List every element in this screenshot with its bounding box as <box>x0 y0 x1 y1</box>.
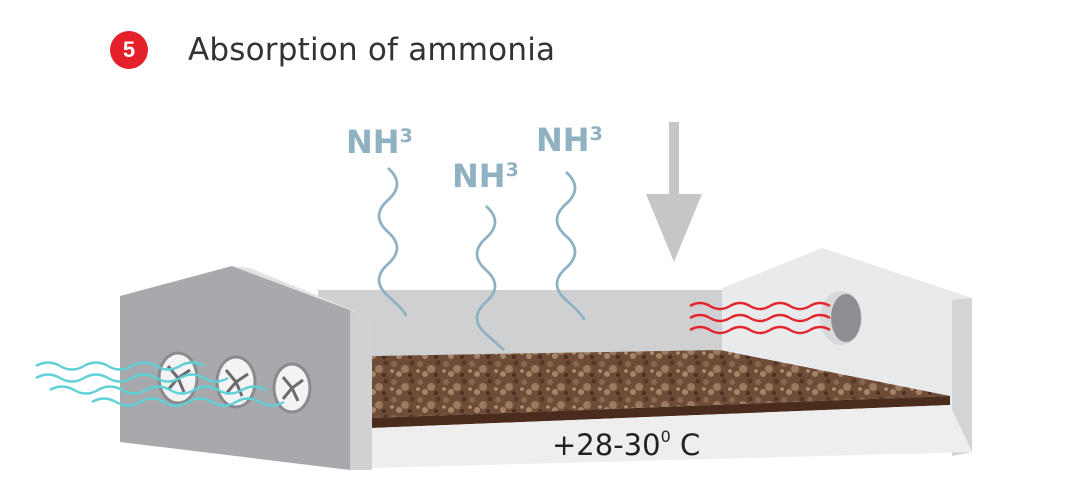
cool-air-streams <box>35 361 285 407</box>
fan-icon <box>272 362 312 414</box>
ammonia-label: NH3 <box>452 157 519 195</box>
left-gable-side <box>350 310 372 470</box>
ammonia-label: NH3 <box>536 121 603 159</box>
litter-bed <box>372 350 950 418</box>
page-title: Absorption of ammonia <box>188 32 556 68</box>
header: 5 Absorption of ammonia <box>110 28 555 72</box>
ammonia-waves <box>377 166 586 352</box>
warm-air-streams <box>689 301 831 335</box>
floor-slab <box>372 405 972 468</box>
step-badge: 5 <box>110 31 148 69</box>
heater-icon <box>820 291 862 345</box>
right-gable-side <box>952 298 972 456</box>
down-arrow-icon <box>646 122 702 262</box>
temperature-label: +28-300 C <box>552 427 700 462</box>
floor-edge <box>372 396 950 428</box>
left-gable-top <box>232 266 372 318</box>
ammonia-label: NH3 <box>346 123 413 161</box>
